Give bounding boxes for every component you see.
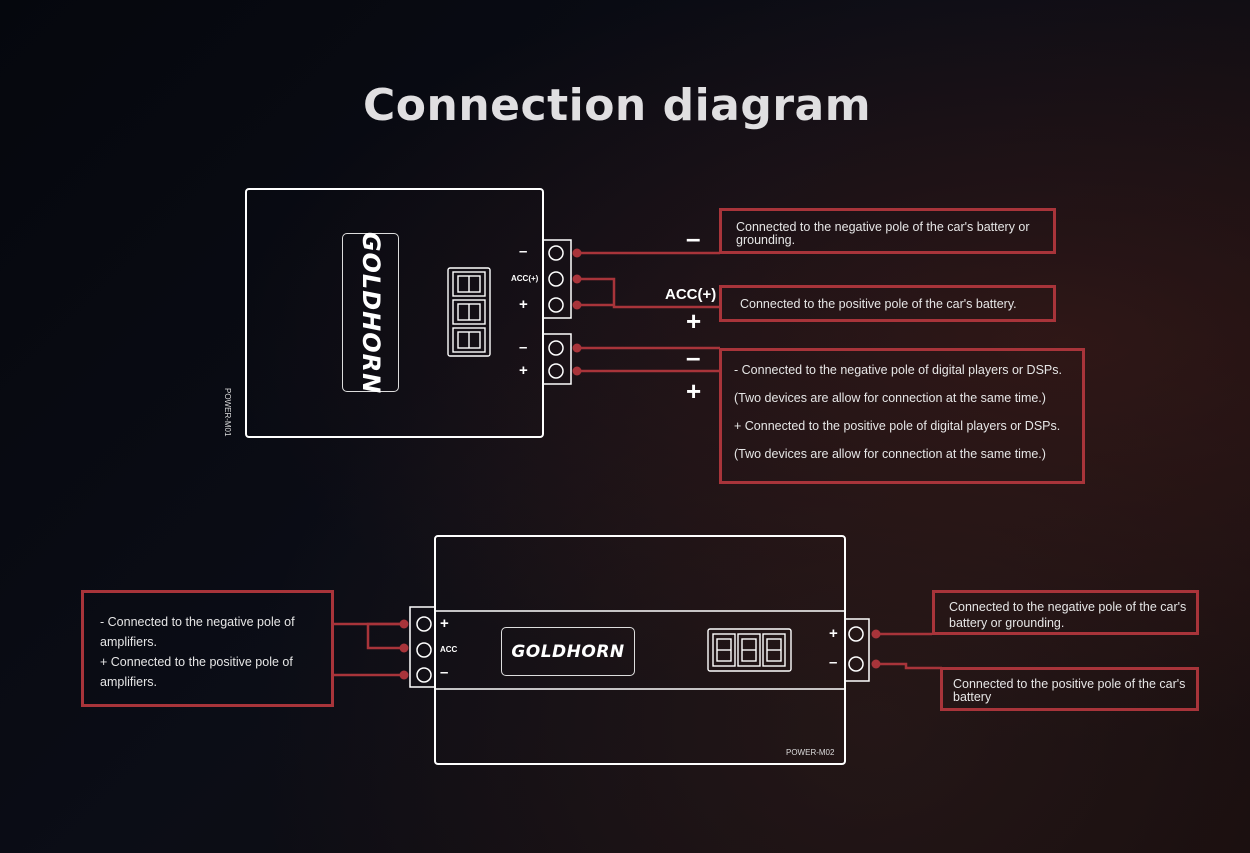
callout-minus: – <box>686 223 701 253</box>
device-bottom-terminal-right <box>844 618 870 682</box>
note-battery-positive-bottom: Connected to the positive pole of the ca… <box>940 667 1199 711</box>
goldhorn-logo-bottom: GOLDHORN <box>501 627 635 676</box>
terminal-label-right-plus: + <box>829 625 838 642</box>
callout-plus: + <box>686 306 702 336</box>
device-bottom-display <box>707 628 792 672</box>
bottom-wires <box>332 622 942 677</box>
device-top-display <box>447 267 491 357</box>
terminal-label-plus: + <box>519 296 528 313</box>
device-bottom-band <box>434 610 846 690</box>
terminal-label-plus-2: + <box>519 362 528 379</box>
device-top-terminal-upper <box>542 239 572 319</box>
goldhorn-logo-top: GOLDHORN <box>342 231 399 394</box>
terminal-label-right-minus: – <box>829 654 838 671</box>
note-amplifiers: - Connected to the negative pole of ampl… <box>81 590 334 707</box>
page-title: Connection diagram <box>363 80 872 131</box>
model-label-top: POWER-M01 <box>223 388 232 437</box>
terminal-label-minus-2: – <box>519 339 528 356</box>
callout-minus-2: – <box>686 342 701 372</box>
top-wires <box>577 251 720 373</box>
model-label-bottom: POWER-M02 <box>786 748 835 757</box>
terminal-label-minus: – <box>519 243 528 260</box>
terminal-label-left-acc: ACC <box>440 645 458 654</box>
note-battery-negative-bottom: Connected to the negative pole of the ca… <box>932 590 1199 635</box>
terminal-label-acc: ACC(+) <box>511 274 539 283</box>
device-bottom-terminal-left <box>409 606 436 688</box>
callout-acc: ACC(+) <box>665 286 717 303</box>
note-dsp: - Connected to the negative pole of digi… <box>719 348 1085 484</box>
note-battery-positive-top: Connected to the positive pole of the ca… <box>719 285 1056 322</box>
terminal-label-left-plus: + <box>440 615 449 632</box>
callout-plus-2: + <box>686 376 702 406</box>
note-battery-negative-top: Connected to the negative pole of the ca… <box>719 208 1056 254</box>
device-bottom-body <box>434 535 846 765</box>
terminal-label-left-minus: – <box>440 664 449 681</box>
device-top-terminal-lower <box>542 333 572 385</box>
